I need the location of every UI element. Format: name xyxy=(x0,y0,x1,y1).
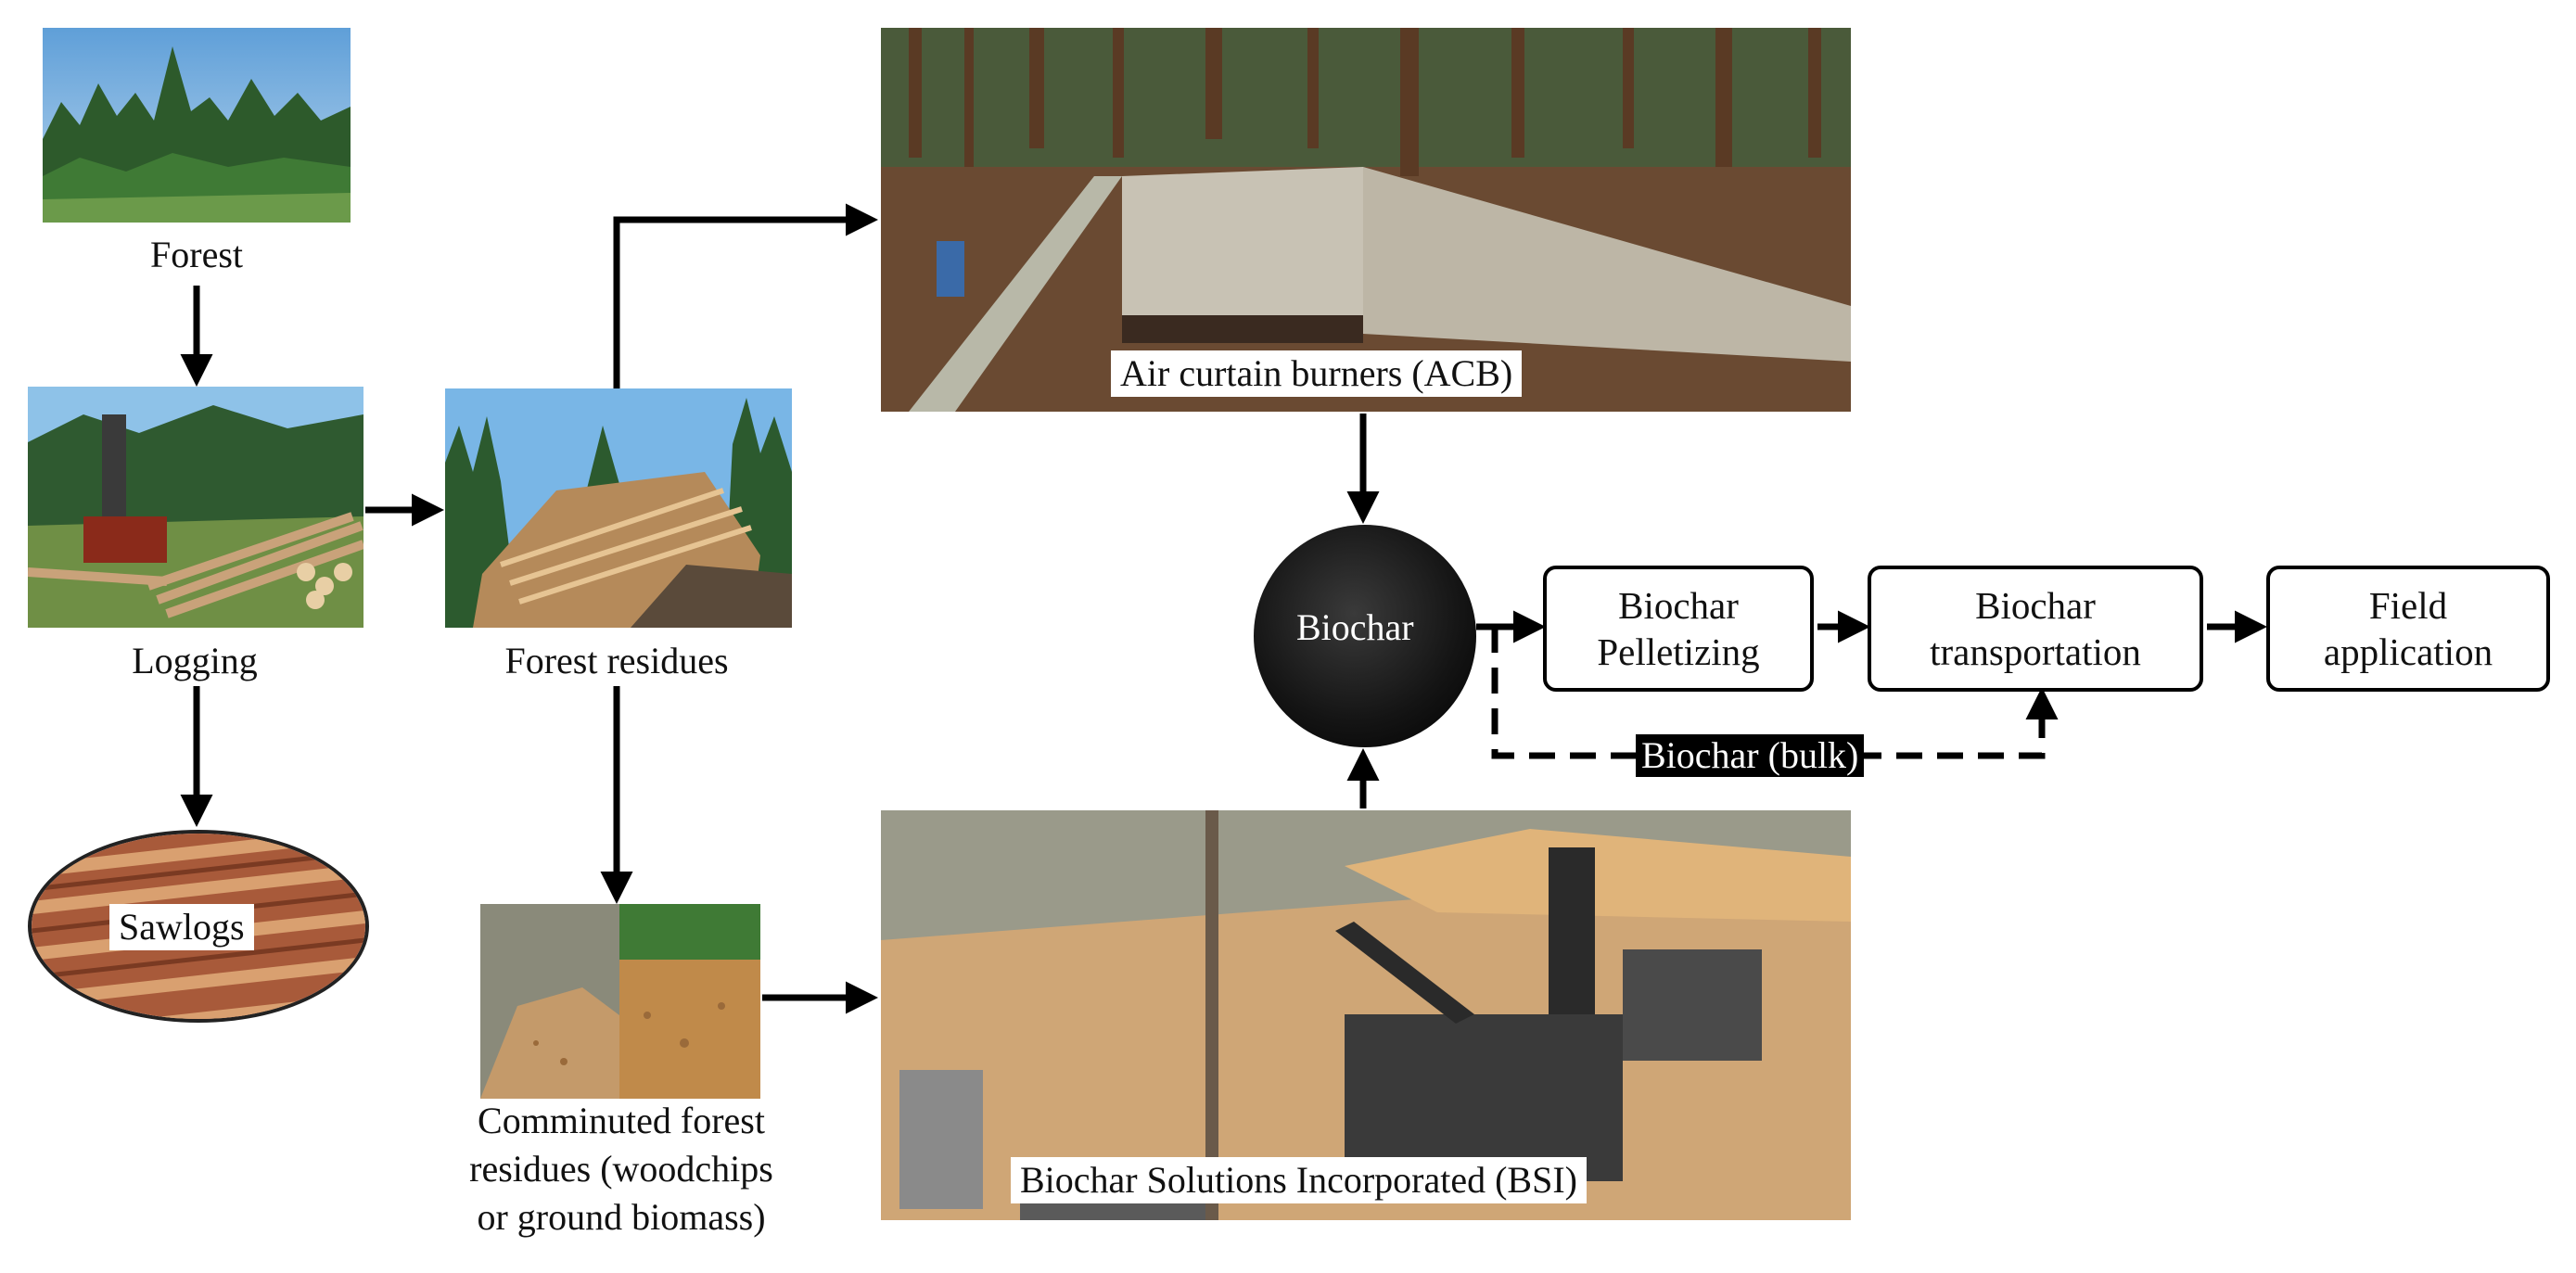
biochar-node xyxy=(1254,525,1476,747)
arrow-bulk-dashed xyxy=(1491,627,2059,759)
comminuted-label-line-3: or ground biomass) xyxy=(477,1196,766,1238)
logging-label: Logging xyxy=(132,640,258,681)
bsi-photo xyxy=(881,810,1851,1220)
bsi-label: Biochar Solutions Incorporated (BSI) xyxy=(1011,1157,1587,1203)
pelletizing-box: Biochar Pelletizing xyxy=(1543,566,1814,692)
transportation-label: Biochar transportation xyxy=(1930,584,2141,673)
field-application-label: Field application xyxy=(2323,584,2493,673)
field-application-box: Field application xyxy=(2266,566,2550,692)
forest-residues-label: Forest residues xyxy=(504,640,729,681)
forest-residues-photo xyxy=(445,388,792,628)
arrow-residues-acb xyxy=(613,203,878,388)
logging-photo xyxy=(28,387,363,628)
comminuted-residues-photo xyxy=(480,904,760,1099)
transportation-box: Biochar transportation xyxy=(1868,566,2203,692)
forest-label: Forest xyxy=(150,234,243,275)
pelletizing-label: Biochar Pelletizing xyxy=(1597,584,1760,673)
biochar-bulk-label: Biochar (bulk) xyxy=(1636,734,1865,777)
sawlogs-label: Sawlogs xyxy=(109,904,254,950)
comminuted-label-line-2: residues (woodchips xyxy=(469,1148,773,1190)
biochar-label: Biochar xyxy=(1296,606,1414,648)
acb-label: Air curtain burners (ACB) xyxy=(1111,350,1523,397)
forest-photo xyxy=(43,28,351,223)
comminuted-label-line-1: Comminuted forest xyxy=(478,1100,765,1141)
acb-photo xyxy=(881,28,1851,412)
